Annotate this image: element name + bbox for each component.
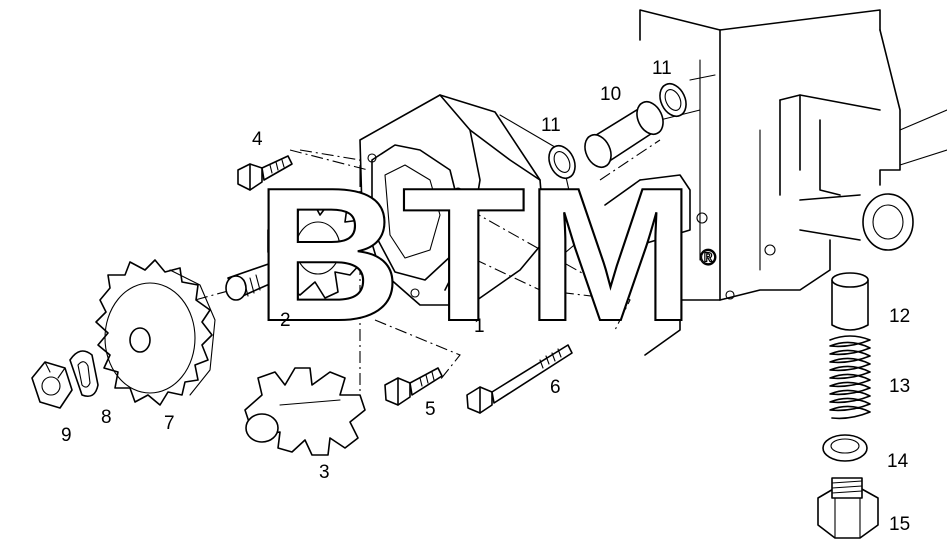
- engine-block: [604, 9, 947, 356]
- callout-12: 12: [889, 306, 910, 327]
- pump-housing: [359, 94, 581, 306]
- callout-4: 4: [252, 129, 263, 150]
- o-ring-upper: [659, 82, 687, 118]
- callout-13: 13: [889, 376, 910, 397]
- callout-11-lower: 11: [541, 115, 561, 136]
- callout-5: 5: [425, 399, 436, 420]
- callout-8: 8: [101, 407, 112, 428]
- callout-9: 9: [61, 425, 72, 446]
- watermark-text: BTM: [255, 149, 695, 361]
- callout-3: 3: [319, 462, 330, 483]
- seal-ring: [822, 434, 868, 462]
- long-bolt: [466, 344, 573, 414]
- callout-11-upper: 11: [652, 58, 672, 79]
- o-ring-lower: [548, 144, 576, 180]
- screw-4: [237, 155, 293, 191]
- screw-5: [384, 367, 443, 406]
- sleeve: [584, 100, 664, 169]
- callout-labels: 1 2 3 4 5 6 7 8 9 10 11 11 12 13 14 15: [61, 58, 910, 535]
- callout-14: 14: [887, 451, 909, 472]
- callout-1: 1: [474, 316, 485, 337]
- callout-15: 15: [889, 514, 910, 535]
- spring: [829, 335, 871, 420]
- drive-gear-shaft: [225, 194, 366, 301]
- registered-mark: ®: [700, 245, 716, 270]
- callout-2: 2: [280, 310, 291, 331]
- callout-7: 7: [164, 413, 175, 434]
- sprocket-gear: [95, 259, 216, 406]
- assembly-guide-lines: [194, 139, 661, 400]
- nut: [31, 361, 73, 409]
- callout-10: 10: [600, 84, 621, 105]
- washer: [69, 350, 99, 398]
- valve-piston: [831, 272, 869, 331]
- driven-gear: [244, 367, 366, 456]
- plug: [817, 477, 879, 539]
- callout-6: 6: [550, 377, 561, 398]
- watermark: BTM ®: [254, 148, 717, 362]
